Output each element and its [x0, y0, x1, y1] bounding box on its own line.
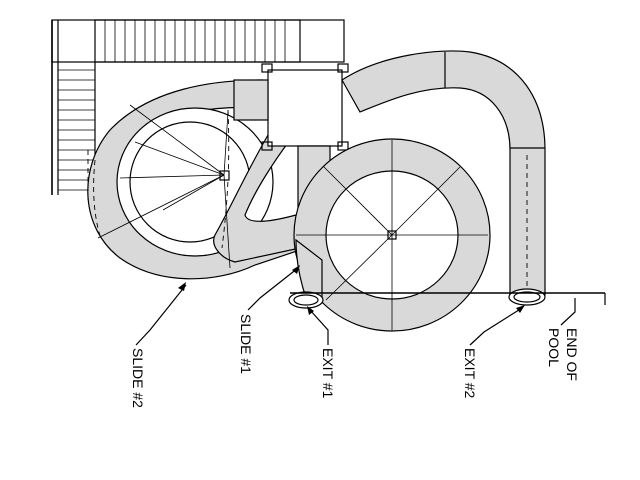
label-exit-2-text: EXIT #2 [462, 348, 478, 399]
slide-2-flume [87, 79, 301, 280]
label-slide-2: SLIDE #2 [130, 348, 146, 408]
label-end-of-pool: END OF POOL [546, 328, 580, 381]
label-slide-1-text: SLIDE #1 [238, 314, 254, 374]
slide-1-hub [296, 140, 488, 330]
start-platform [233, 63, 349, 151]
slide-2-hub [97, 104, 231, 269]
label-exit-1: EXIT #1 [320, 348, 336, 399]
stairway [51, 20, 96, 195]
label-end-of-pool-line1: END OF [564, 328, 580, 381]
label-exit-2: EXIT #2 [462, 348, 478, 399]
label-exit-1-text: EXIT #1 [320, 348, 336, 399]
label-slide-2-text: SLIDE #2 [130, 348, 146, 408]
tower-deck [51, 19, 345, 63]
pool-edge [290, 292, 606, 305]
label-end-of-pool-line2: POOL [546, 328, 562, 367]
leader-lines [135, 265, 576, 346]
label-slide-1: SLIDE #1 [238, 314, 254, 374]
